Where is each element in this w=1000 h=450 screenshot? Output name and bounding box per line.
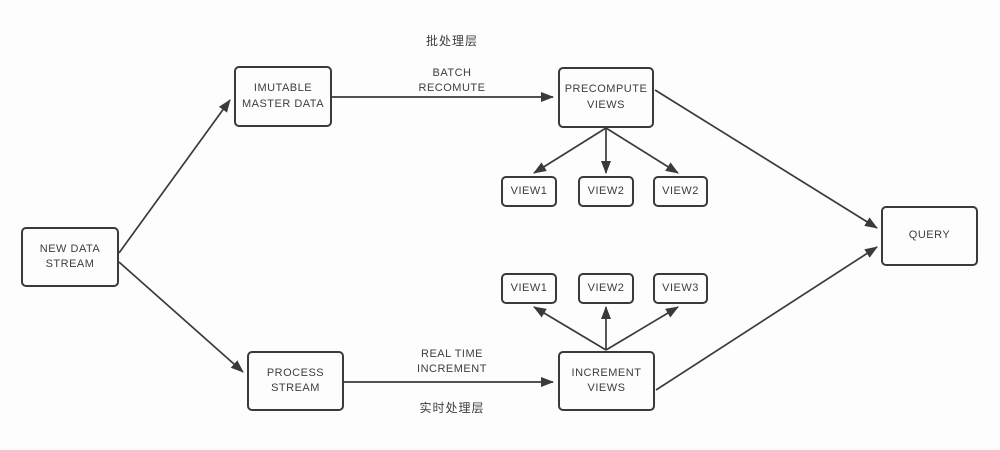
label-realtime-layer-cn: 实时处理层 [419,401,485,415]
label-realtime-increment: REAL TIME INCREMENT [417,348,487,375]
node-view-bottom-1[interactable]: VIEW1 [501,273,557,304]
edge-increment-to-viewb3 [605,306,679,351]
node-view-top-2[interactable]: VIEW2 [578,176,634,207]
node-imutable-master-data[interactable]: IMUTABLE MASTER DATA [234,66,332,127]
label-batch-recompute: BATCH RECOMUTE [418,67,486,94]
edge-newdata-to-imutable [118,99,231,254]
node-new-data-stream[interactable]: NEW DATA STREAM [21,227,119,287]
node-view-top-3[interactable]: VIEW2 [653,176,708,207]
node-increment-views[interactable]: INCREMENT VIEWS [558,351,655,411]
node-query[interactable]: QUERY [881,206,978,266]
node-precompute-views[interactable]: PRECOMPUTE VIEWS [558,67,654,128]
edge-precompute-to-viewt3 [605,127,679,174]
edge-newdata-to-process [118,261,244,373]
node-view-bottom-2[interactable]: VIEW2 [578,273,634,304]
label-batch-layer-cn: 批处理层 [425,34,478,48]
node-view-top-1[interactable]: VIEW1 [501,176,557,207]
edge-increment-to-query [655,246,878,391]
edge-precompute-to-viewt1 [533,127,607,174]
node-view-bottom-3[interactable]: VIEW3 [653,273,708,304]
edge-increment-to-viewb1 [533,306,607,351]
edge-precompute-to-query [654,89,878,229]
node-process-stream[interactable]: PROCESS STREAM [247,351,344,411]
